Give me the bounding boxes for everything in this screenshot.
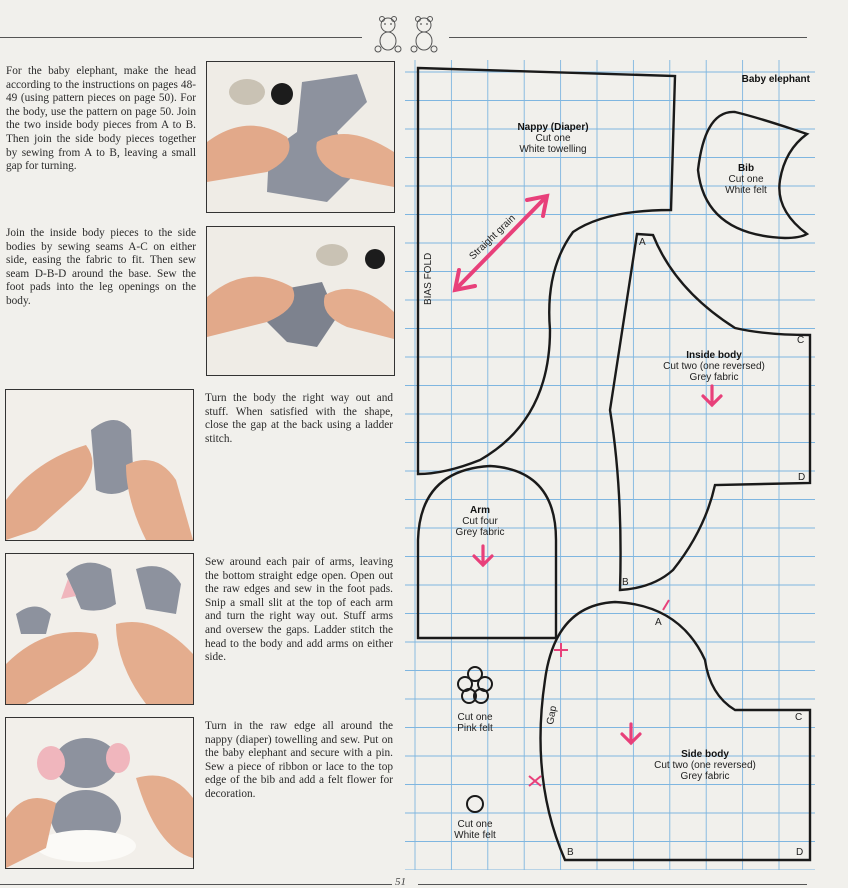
nappy-cut: Cut one: [535, 133, 570, 144]
instruction-step-5: Turn in the raw edge all around the napp…: [205, 720, 393, 800]
circle-cut: Cut one: [457, 819, 492, 830]
flower-cut: Cut one: [457, 712, 492, 723]
nappy-material: White towelling: [519, 144, 586, 155]
page-number: 51: [395, 876, 406, 888]
header-rule-right: [449, 37, 807, 38]
teddy-bears-icon: [374, 16, 438, 53]
straight-grain-label: Straight grain: [467, 213, 517, 262]
inside-body-piece-outline: [608, 232, 812, 592]
instruction-step-4: Sew around each pair of arms, leaving th…: [205, 556, 393, 664]
inside-body-cut: Cut two (one reversed): [663, 361, 765, 372]
footer-rule-right: [418, 884, 807, 885]
bib-piece-outline: [696, 110, 810, 240]
arm-cut: Cut four: [462, 516, 498, 527]
marker-b-side: B: [567, 847, 574, 858]
bib-cut: Cut one: [728, 174, 763, 185]
photo-joining-pieces: [206, 226, 395, 376]
bias-fold-label: BIAS FOLD: [423, 253, 434, 305]
straight-grain-arrow-icon: [452, 193, 550, 293]
marker-c-inside: C: [797, 335, 804, 346]
side-body-name: Side body: [681, 749, 729, 760]
pattern-title: Baby elephant: [742, 74, 811, 85]
nappy-name: Nappy (Diaper): [517, 122, 588, 133]
side-body-material: Grey fabric: [681, 771, 730, 782]
instruction-step-3: Turn the body the right way out and stuf…: [205, 392, 393, 445]
felt-circle-icon: [466, 795, 484, 813]
arm-material: Grey fabric: [456, 527, 505, 538]
flower-material: Pink felt: [457, 723, 493, 734]
inside-body-name: Inside body: [686, 350, 742, 361]
notch-marks-icon: [528, 599, 670, 787]
photo-stuffing-body: [5, 389, 194, 541]
arm-name: Arm: [470, 505, 490, 516]
grain-arrows-icon: [472, 384, 723, 746]
nappy-piece-outline: [416, 66, 677, 476]
marker-d-inside: D: [798, 472, 805, 483]
bib-name: Bib: [738, 163, 754, 174]
circle-material: White felt: [454, 830, 496, 841]
instruction-step-2: Join the inside body pieces to the side …: [6, 227, 196, 307]
marker-c-side: C: [795, 712, 802, 723]
header-rule-left: [0, 37, 362, 38]
marker-d-side: D: [796, 847, 803, 858]
photo-arms-and-head: [5, 553, 194, 705]
flower-icon: [457, 666, 493, 704]
marker-a-top: A: [639, 237, 646, 248]
footer-rule-left: [0, 884, 392, 885]
marker-b-inside: B: [622, 577, 629, 588]
photo-dressing-elephant: [5, 717, 194, 869]
arm-piece-outline: [416, 464, 558, 640]
bib-material: White felt: [725, 185, 767, 196]
marker-a-side: A: [655, 617, 662, 628]
side-body-piece-outline: [539, 600, 812, 862]
inside-body-material: Grey fabric: [690, 372, 739, 383]
side-body-cut: Cut two (one reversed): [654, 760, 756, 771]
instruction-step-1: For the baby elephant, make the head acc…: [6, 65, 196, 173]
baby-elephant-pattern-sheet: Baby elephant BIAS FOLD Straight grain G…: [405, 60, 815, 870]
photo-sewing-body: [206, 61, 395, 213]
gap-label: Gap: [545, 705, 559, 726]
